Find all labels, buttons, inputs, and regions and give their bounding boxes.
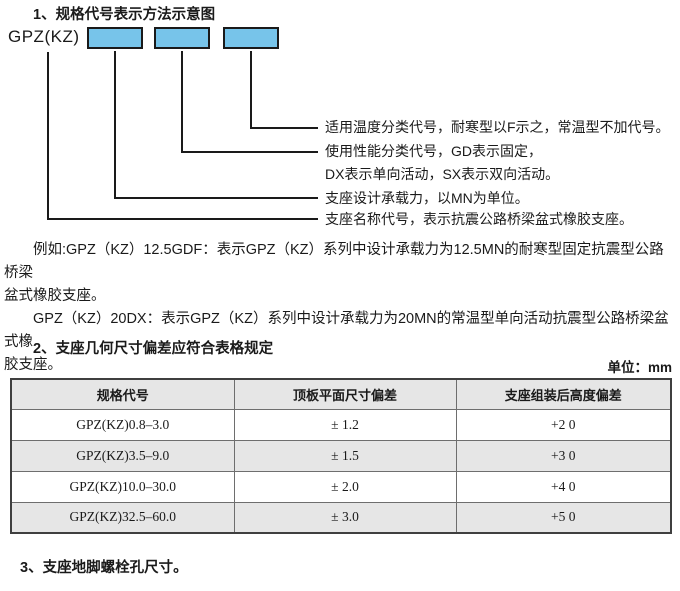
code-box-2 — [154, 27, 210, 49]
col-header-assembled-height-tolerance: 支座组装后高度偏差 — [455, 378, 672, 411]
code-box-3 — [223, 27, 279, 49]
cell-spec-code: GPZ(KZ)0.8–3.0 — [10, 409, 235, 442]
cell-plate-tolerance: ± 2.0 — [233, 470, 457, 503]
callout-performance-line1: 使用性能分类代号，GD表示固定， — [325, 143, 542, 159]
unit-note: 单位：mm — [607, 360, 672, 375]
cell-plate-tolerance: ± 3.0 — [233, 501, 457, 534]
leader-line-name-vertical — [47, 52, 49, 220]
table-row: GPZ(KZ)3.5–9.0 ± 1.5 +3 0 — [10, 440, 672, 472]
section1-heading: 1、规格代号表示方法示意图 — [33, 7, 216, 23]
cell-spec-code: GPZ(KZ)32.5–60.0 — [10, 501, 235, 534]
leader-line-capacity-horizontal — [114, 197, 318, 199]
example-paragraph-2: GPZ（KZ）20DX：表示GPZ（KZ）系列中设计承载力为20MN的常温型单向… — [4, 311, 669, 373]
leader-line-performance-horizontal — [181, 151, 318, 153]
cell-height-tolerance: +5 0 — [455, 501, 672, 534]
cell-spec-code: GPZ(KZ)10.0–30.0 — [10, 470, 235, 503]
callout-temperature: 适用温度分类代号，耐寒型以F示之，常温型不加代号。 — [325, 119, 670, 135]
callout-capacity: 支座设计承载力，以MN为单位。 — [325, 190, 529, 206]
cell-plate-tolerance: ± 1.2 — [233, 409, 457, 442]
section3-heading: 3、支座地脚螺栓孔尺寸。 — [20, 560, 188, 576]
leader-line-temperature-horizontal — [250, 127, 318, 129]
example-paragraph-1: 例如:GPZ（KZ）12.5GDF：表示GPZ（KZ）系列中设计承载力为12.5… — [4, 242, 664, 304]
callout-name: 支座名称代号，表示抗震公路桥梁盆式橡胶支座。 — [325, 211, 633, 227]
spec-code-diagram: GPZ(KZ) 适用温度分类代号，耐寒型以F示之，常温型不加代号。 使用性能分类… — [0, 0, 680, 235]
cell-plate-tolerance: ± 1.5 — [233, 440, 457, 472]
code-box-1 — [87, 27, 143, 49]
table-row: GPZ(KZ)32.5–60.0 ± 3.0 +5 0 — [10, 501, 672, 534]
leader-line-performance-vertical — [181, 51, 183, 153]
cell-height-tolerance: +3 0 — [455, 440, 672, 472]
col-header-spec-code: 规格代号 — [10, 378, 235, 411]
leader-line-name-horizontal — [47, 218, 318, 220]
cell-spec-code: GPZ(KZ)3.5–9.0 — [10, 440, 235, 472]
col-header-top-plate-tolerance: 顶板平面尺寸偏差 — [233, 378, 457, 411]
callout-performance-line2: DX表示单向活动，SX表示双向活动。 — [325, 166, 560, 182]
diagram-prefix-label: GPZ(KZ) — [8, 27, 80, 46]
cell-height-tolerance: +2 0 — [455, 409, 672, 442]
cell-height-tolerance: +4 0 — [455, 470, 672, 503]
tolerance-table: 规格代号 顶板平面尺寸偏差 支座组装后高度偏差 GPZ(KZ)0.8–3.0 ±… — [10, 378, 672, 534]
example-paragraphs: 例如:GPZ（KZ）12.5GDF：表示GPZ（KZ）系列中设计承载力为12.5… — [4, 239, 678, 377]
leader-line-capacity-vertical — [114, 51, 116, 199]
section2-heading: 2、支座几何尺寸偏差应符合表格规定 — [33, 341, 274, 357]
table-row: GPZ(KZ)0.8–3.0 ± 1.2 +2 0 — [10, 409, 672, 442]
table-row: GPZ(KZ)10.0–30.0 ± 2.0 +4 0 — [10, 470, 672, 503]
table-header-row: 规格代号 顶板平面尺寸偏差 支座组装后高度偏差 — [10, 378, 672, 411]
leader-line-temperature-vertical — [250, 51, 252, 129]
